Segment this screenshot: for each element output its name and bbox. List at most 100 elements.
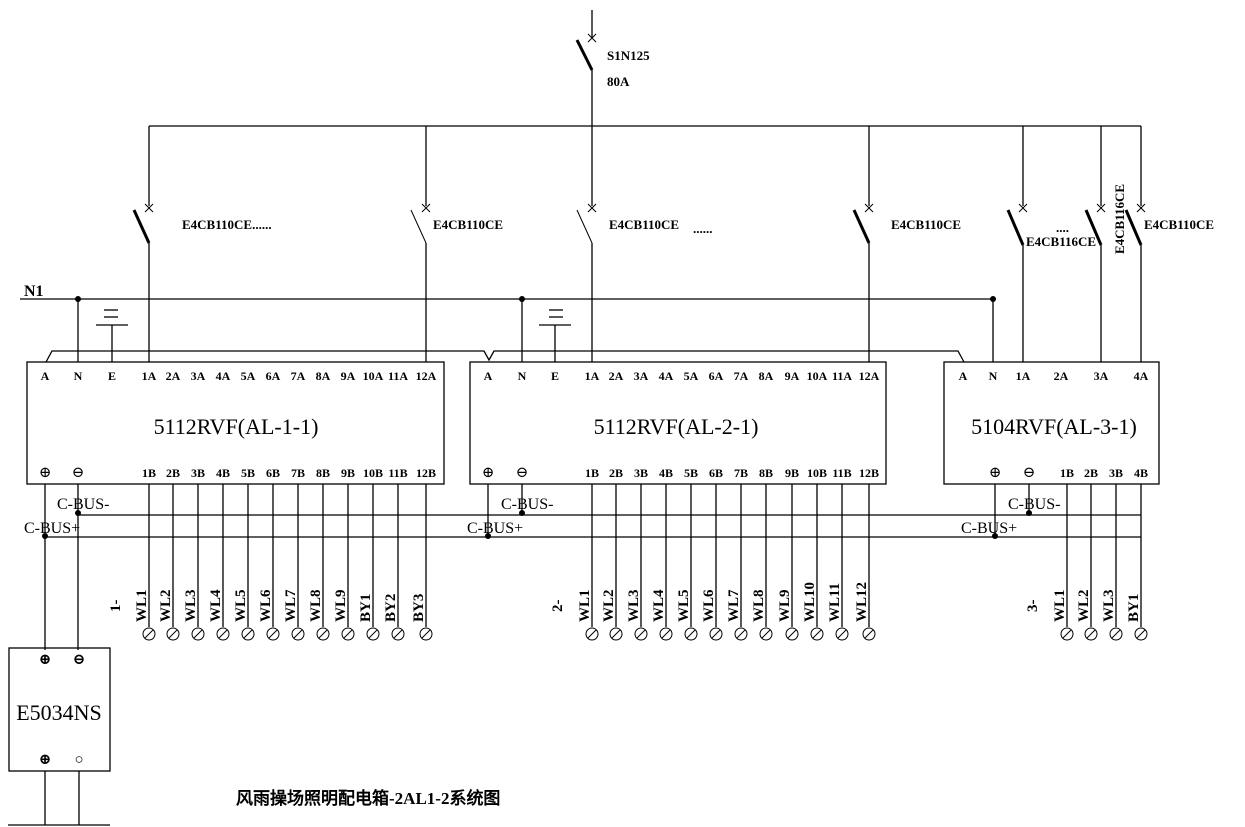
terminal-label: 5B bbox=[241, 466, 255, 480]
terminal-screw-slash bbox=[293, 629, 303, 639]
circuit-label: WL9 bbox=[333, 589, 349, 622]
bus-terminal-label: ⊖ bbox=[1023, 465, 1036, 481]
terminal-label: 8B bbox=[759, 466, 773, 480]
svg-text:....: .... bbox=[1056, 220, 1069, 235]
circuit-label: WL1 bbox=[577, 589, 593, 622]
circuit-label: WL3 bbox=[626, 589, 642, 622]
terminal-label: 3A bbox=[634, 369, 649, 383]
terminal-label: 2B bbox=[166, 466, 180, 480]
terminal-label: 9A bbox=[341, 369, 356, 383]
terminal-label: 2B bbox=[609, 466, 623, 480]
terminal-label: 1A bbox=[142, 369, 157, 383]
svg-text:C-BUS-: C-BUS- bbox=[501, 496, 553, 513]
terminal-label: 2B bbox=[1084, 466, 1098, 480]
svg-text:E4CB110CE: E4CB110CE bbox=[433, 217, 503, 232]
main-breaker-model: S1N125 bbox=[607, 48, 650, 63]
terminal-screw-slash bbox=[421, 629, 431, 639]
terminal-screw-icon bbox=[1109, 627, 1123, 641]
earth-icon bbox=[96, 309, 128, 362]
svg-text:......: ...... bbox=[693, 221, 713, 236]
breaker-cross-icon bbox=[587, 33, 597, 43]
breaker-cross-icon bbox=[1136, 203, 1146, 213]
module-name: 5112RVF(AL-1-1) bbox=[154, 414, 319, 439]
terminal-label: 2A bbox=[1054, 369, 1069, 383]
terminal-screw-icon bbox=[142, 627, 156, 641]
branch-breaker: E4CB110CE...... bbox=[132, 126, 272, 362]
terminal-screw-slash bbox=[318, 629, 328, 639]
terminal-label: 9B bbox=[341, 466, 355, 480]
terminal-label: 3A bbox=[1094, 369, 1109, 383]
circuit-prefix: 3- bbox=[1025, 600, 1041, 613]
circuit-label: WL5 bbox=[233, 589, 249, 622]
terminal-label: 6B bbox=[266, 466, 280, 480]
terminal-screw-slash bbox=[243, 629, 253, 639]
terminal-screw-slash bbox=[368, 629, 378, 639]
breaker-cross-icon bbox=[1018, 203, 1028, 213]
breaker-cross-icon bbox=[864, 203, 874, 213]
terminal-label: N bbox=[74, 369, 83, 383]
diagram-caption: 风雨操场照明配电箱-2AL1-2系统图 bbox=[236, 788, 500, 808]
circuit-label: WL6 bbox=[701, 589, 717, 622]
terminal-screw-slash bbox=[837, 629, 847, 639]
terminal-screw-slash bbox=[193, 629, 203, 639]
terminal-label: 3A bbox=[191, 369, 206, 383]
circuit-prefix: 2- bbox=[550, 600, 566, 613]
terminal-label: 8A bbox=[316, 369, 331, 383]
terminal-screw-icon bbox=[585, 627, 599, 641]
terminal-label: N bbox=[518, 369, 527, 383]
terminal-screw-icon bbox=[191, 627, 205, 641]
terminal-label: 3B bbox=[1109, 466, 1123, 480]
earth-icon bbox=[539, 309, 571, 362]
a-terminal-link bbox=[45, 350, 965, 363]
terminal-screw-slash bbox=[393, 629, 403, 639]
circuit-label: WL1 bbox=[134, 589, 150, 622]
terminal-label: 4B bbox=[1134, 466, 1148, 480]
power-supply-e5034ns: ⊕ ⊖ E5034NS ⊕ ○ bbox=[8, 647, 111, 826]
terminal-screw-slash bbox=[761, 629, 771, 639]
circuit-label: WL2 bbox=[601, 589, 617, 622]
terminal-screw-icon bbox=[609, 627, 623, 641]
terminal-label: 5A bbox=[684, 369, 699, 383]
svg-text:○: ○ bbox=[74, 752, 83, 768]
svg-text:E4CB116CE: E4CB116CE bbox=[1026, 234, 1096, 249]
terminal-label: 2A bbox=[166, 369, 181, 383]
terminal-screw-icon bbox=[862, 627, 876, 641]
neutral-bus-label: N1 bbox=[24, 283, 44, 300]
terminal-screw-slash bbox=[168, 629, 178, 639]
main-breaker: S1N125 80A bbox=[575, 10, 650, 126]
terminal-label: 12A bbox=[859, 369, 880, 383]
terminal-label: E bbox=[551, 369, 559, 383]
terminal-screw-slash bbox=[268, 629, 278, 639]
terminal-screw-icon bbox=[366, 627, 380, 641]
terminal-screw-icon bbox=[216, 627, 230, 641]
circuit-label: WL2 bbox=[1076, 589, 1092, 622]
terminal-screw-slash bbox=[636, 629, 646, 639]
terminal-label: 1B bbox=[142, 466, 156, 480]
terminal-screw-icon bbox=[316, 627, 330, 641]
branch-breakers: E4CB110CE...... E4CB110CE E4CB110CE ....… bbox=[132, 126, 1214, 362]
bus-terminal-label: ⊖ bbox=[72, 465, 85, 481]
terminal-label: 9B bbox=[785, 466, 799, 480]
terminal-screw-icon bbox=[1134, 627, 1148, 641]
breaker-cross-icon bbox=[1096, 203, 1106, 213]
terminal-label: E bbox=[108, 369, 116, 383]
terminal-screw-icon bbox=[419, 627, 433, 641]
terminal-label: 8A bbox=[759, 369, 774, 383]
terminal-screw-icon bbox=[684, 627, 698, 641]
svg-text:E4CB110CE......: E4CB110CE...... bbox=[182, 217, 272, 232]
terminal-label: 12B bbox=[859, 466, 879, 480]
terminal-screw-slash bbox=[587, 629, 597, 639]
circuit-label: WL7 bbox=[283, 589, 299, 622]
svg-text:C-BUS-: C-BUS- bbox=[1008, 496, 1060, 513]
terminal-label: 7A bbox=[734, 369, 749, 383]
bus-terminal-label: ⊕ bbox=[989, 465, 1002, 481]
terminal-screw-icon bbox=[1060, 627, 1074, 641]
terminal-label: 6A bbox=[266, 369, 281, 383]
terminal-label: 4B bbox=[216, 466, 230, 480]
terminal-label: 12B bbox=[416, 466, 436, 480]
terminal-screw-slash bbox=[343, 629, 353, 639]
circuit-label: WL10 bbox=[802, 582, 818, 622]
